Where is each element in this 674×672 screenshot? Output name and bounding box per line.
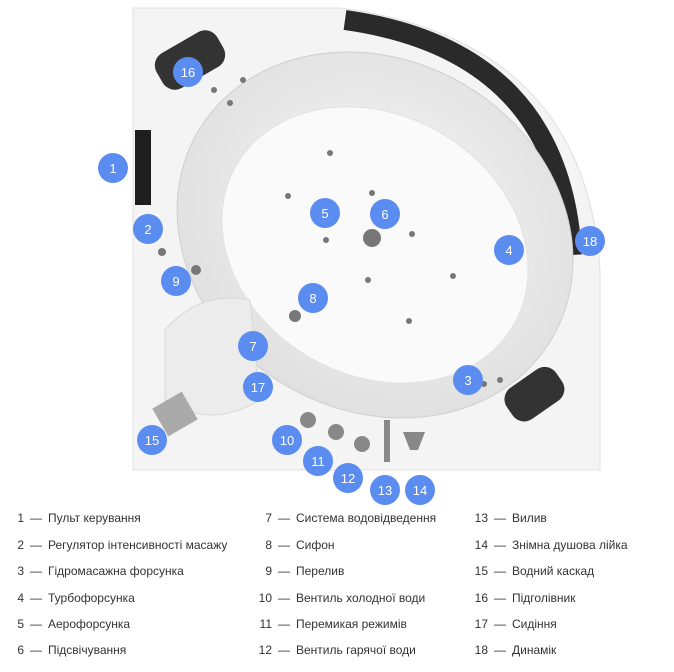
callout-7: 7: [238, 331, 268, 361]
headrest-bottom: [504, 366, 565, 422]
legend-item: 9 — Перелив: [250, 563, 344, 579]
legend-item: 17 — Сидіння: [466, 616, 557, 632]
legend-label: Підсвічування: [48, 643, 127, 657]
legend-item: 16 — Підголівник: [466, 590, 576, 606]
legend-separator: —: [30, 511, 42, 525]
legend-item: 3 — Гідромасажна форсунка: [10, 563, 184, 579]
legend-separator: —: [278, 643, 290, 657]
legend-label: Сифон: [296, 538, 335, 552]
legend-item: 6 — Підсвічування: [10, 642, 126, 658]
rim-trim: [343, 10, 582, 256]
callout-17: 17: [243, 372, 273, 402]
legend-separator: —: [30, 564, 42, 578]
legend-item: 7 — Система водовідведення: [250, 510, 436, 526]
control-panel: [135, 130, 151, 205]
legend-item: 12 — Вентиль гарячої води: [250, 642, 416, 658]
legend-item: 4 — Турбофорсунка: [10, 590, 135, 606]
legend-number: 1: [17, 511, 24, 525]
callout-6: 6: [370, 199, 400, 229]
legend-item: 15 — Водний каскад: [466, 563, 595, 579]
legend-number: 6: [17, 643, 24, 657]
legend-label: Перемикая режимів: [296, 617, 407, 631]
callout-18: 18: [575, 226, 605, 256]
faucets: [300, 412, 425, 462]
legend-label: Сидіння: [512, 617, 557, 631]
legend-label: Підголівник: [512, 591, 576, 605]
legend-item: 13 — Вилив: [466, 510, 547, 526]
callout-8: 8: [298, 283, 328, 313]
legend-separator: —: [30, 591, 42, 605]
callout-4: 4: [494, 235, 524, 265]
legend-label: Вентиль гарячої води: [296, 643, 416, 657]
corner-bathtub-illustration: [132, 7, 601, 471]
legend-number: 15: [474, 564, 488, 578]
callout-3: 3: [453, 365, 483, 395]
legend-separator: —: [494, 591, 506, 605]
waterfall: [152, 391, 198, 437]
legend-label: Вентиль холодної води: [296, 591, 426, 605]
callout-10: 10: [272, 425, 302, 455]
legend-separator: —: [494, 564, 506, 578]
legend-number: 2: [17, 538, 24, 552]
callout-12: 12: [333, 463, 363, 493]
legend-label: Динамік: [512, 643, 557, 657]
legend-separator: —: [30, 538, 42, 552]
callout-15: 15: [137, 425, 167, 455]
callout-13: 13: [370, 475, 400, 505]
legend-separator: —: [494, 617, 506, 631]
legend-separator: —: [278, 564, 290, 578]
legend-label: Турбофорсунка: [48, 591, 135, 605]
legend-separator: —: [278, 617, 290, 631]
legend-separator: —: [30, 643, 42, 657]
legend-number: 5: [17, 617, 24, 631]
callout-9: 9: [161, 266, 191, 296]
legend-number: 18: [474, 643, 488, 657]
legend-label: Гідромасажна форсунка: [48, 564, 184, 578]
callout-5: 5: [310, 198, 340, 228]
legend-number: 3: [17, 564, 24, 578]
legend-label: Система водовідведення: [296, 511, 437, 525]
legend-item: 14 — Знімна душова лійка: [466, 537, 628, 553]
legend-item: 11 — Перемикая режимів: [250, 616, 407, 632]
legend-item: 18 — Динамік: [466, 642, 557, 658]
legend-label: Водний каскад: [512, 564, 595, 578]
legend-number: 9: [265, 564, 272, 578]
legend-label: Аерофорсунка: [48, 617, 131, 631]
callout-2: 2: [133, 214, 163, 244]
legend-label: Знімна душова лійка: [512, 538, 628, 552]
legend-number: 4: [17, 591, 24, 605]
callout-16: 16: [173, 57, 203, 87]
legend-number: 17: [474, 617, 488, 631]
callout-1: 1: [98, 153, 128, 183]
legend-number: 11: [259, 617, 272, 631]
legend-separator: —: [278, 511, 290, 525]
legend-label: Вилив: [512, 511, 547, 525]
legend-number: 14: [474, 538, 488, 552]
callout-14: 14: [405, 475, 435, 505]
legend-separator: —: [494, 538, 506, 552]
legend-separator: —: [494, 511, 506, 525]
legend-number: 7: [265, 511, 272, 525]
legend-number: 16: [474, 591, 488, 605]
legend-label: Пульт керування: [48, 511, 141, 525]
legend-item: 8 — Сифон: [250, 537, 335, 553]
legend-number: 8: [265, 538, 272, 552]
legend-number: 12: [258, 643, 272, 657]
legend-separator: —: [278, 538, 290, 552]
legend-number: 13: [474, 511, 488, 525]
legend-item: 5 — Аерофорсунка: [10, 616, 130, 632]
legend-separator: —: [278, 591, 290, 605]
legend-label: Перелив: [296, 564, 345, 578]
legend-item: 10 — Вентиль холодної води: [250, 590, 426, 606]
legend-separator: —: [30, 617, 42, 631]
jets: [158, 77, 503, 387]
legend-separator: —: [494, 643, 506, 657]
legend-item: 2 — Регулятор інтенсивності масажу: [10, 537, 227, 553]
legend-item: 1 — Пульт керування: [10, 510, 141, 526]
callout-11: 11: [303, 446, 333, 476]
legend-label: Регулятор інтенсивності масажу: [48, 538, 228, 552]
legend-number: 10: [258, 591, 272, 605]
